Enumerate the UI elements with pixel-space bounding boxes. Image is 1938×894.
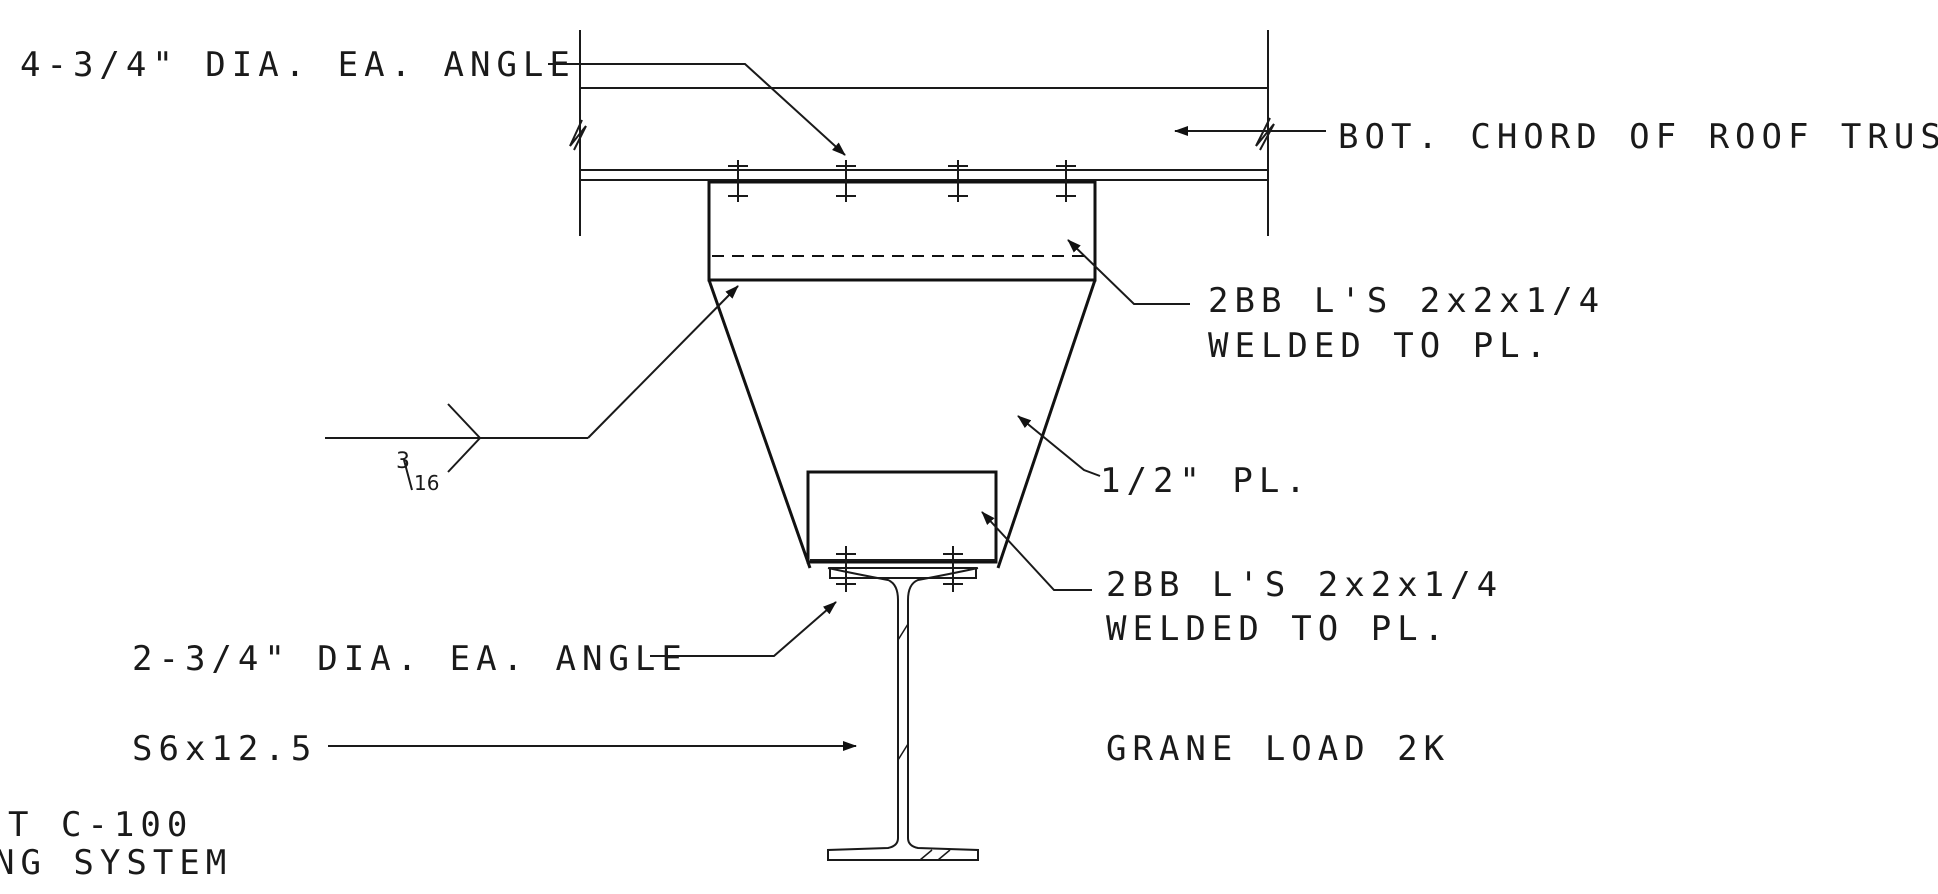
plate-unit: " PL. xyxy=(1179,461,1311,501)
leader-bolts-bottom xyxy=(650,601,837,657)
tapered-plate xyxy=(707,279,1097,569)
label-bolts-top: 4-3/4" DIA. EA. ANGLE xyxy=(20,45,576,85)
label-footer-line2: NG SYSTEM xyxy=(0,843,232,883)
plate-fraction: 1/2 xyxy=(1100,461,1179,501)
bottom-angles xyxy=(806,470,998,579)
bolt-top-1 xyxy=(728,160,748,202)
label-crane-load: GRANE LOAD 2K xyxy=(1106,729,1450,769)
label-angles-top-line1: 2BB L'S 2x2x1/4 xyxy=(1208,281,1605,321)
label-angles-bottom-line1: 2BB L'S 2x2x1/4 xyxy=(1106,565,1503,605)
bolt-bottom-1 xyxy=(836,546,856,592)
bolt-bottom-2 xyxy=(943,546,963,592)
label-plate-thickness: 1/2" PL. xyxy=(1100,461,1312,501)
top-angles xyxy=(707,180,1097,282)
break-symbol-left xyxy=(569,119,587,151)
label-truss: BOT. CHORD OF ROOF TRUSS xyxy=(1338,117,1938,157)
roof-truss-bottom-chord xyxy=(579,30,1269,236)
bolt-top-3 xyxy=(948,160,968,202)
label-angles-bottom-line2: WELDED TO PL. xyxy=(1106,609,1450,649)
s-beam-section xyxy=(827,567,979,861)
weld-symbol xyxy=(325,285,739,473)
leader-bolts-top xyxy=(548,63,846,156)
leader-angles-bottom xyxy=(981,511,1092,591)
leader-plate xyxy=(1017,415,1101,477)
label-bolts-bottom: 2-3/4" DIA. EA. ANGLE xyxy=(132,639,688,679)
label-angles-top-line2: WELDED TO PL. xyxy=(1208,326,1552,366)
weld-size-denominator: 16 xyxy=(414,471,439,495)
bolt-top-2 xyxy=(836,160,856,202)
label-footer-line1: T C-100 xyxy=(8,805,193,845)
weld-size-numerator: 3 xyxy=(396,449,410,474)
bolt-top-4 xyxy=(1056,160,1076,202)
label-beam-size: S6x12.5 xyxy=(132,729,317,769)
weld-size-slash xyxy=(403,459,413,491)
leader-angles-top xyxy=(1067,239,1190,305)
break-symbol-right xyxy=(1255,117,1275,151)
